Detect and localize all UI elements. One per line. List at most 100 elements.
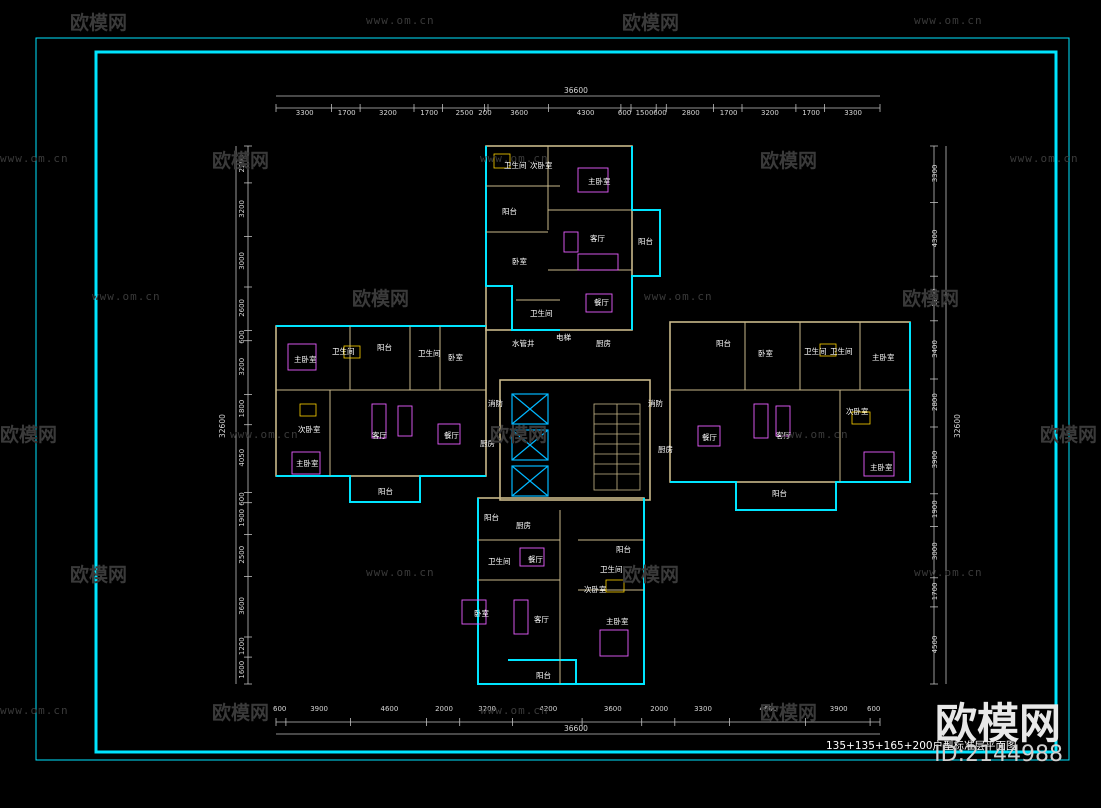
total-dimension-bottom: 36600 (564, 724, 588, 733)
dimension-segment-label: 3000 (238, 252, 246, 270)
dimension-segment-label: 1600 (238, 661, 246, 679)
label-bathroom: 卫生间 (418, 348, 441, 358)
label-master-bedroom: 主卧室 (872, 352, 895, 362)
dimension-segment-label: 1700 (720, 109, 738, 117)
dimension-segment-label: 3900 (931, 451, 939, 469)
dimension-segment-label: 600 (867, 705, 880, 713)
watermark-brand: 欧模网 (212, 150, 270, 172)
dimension-segment-label: 1700 (338, 109, 356, 117)
label-bathroom: 卫生间 (332, 346, 355, 356)
stair (593, 403, 641, 491)
dimension-segment-label: 1500 (636, 109, 654, 117)
segment-dimension-labels: 3300 1700 3200 1700 2500 200 3600 4300 600 1500 60… (238, 109, 939, 713)
watermark-url: www.om.cn (366, 566, 435, 579)
label-bedroom: 卧室 (758, 348, 773, 358)
label-bathroom: 卫生间 (830, 346, 853, 356)
dimension-labels: 36600 36600 32600 32600 (218, 86, 962, 733)
dimension-segment-label: 2800 (931, 393, 939, 411)
label-secondary-bedroom: 次卧室 (530, 160, 553, 170)
building-walls (275, 145, 911, 685)
dimension-segment-label: 1900 (931, 500, 939, 518)
dimension-segment-label: 4300 (577, 109, 595, 117)
watermark-brand: 欧模网 (212, 702, 270, 724)
dimension-segment-label: 2500 (456, 109, 474, 117)
label-dining-room: 餐厅 (594, 298, 609, 307)
dimension-segment-label: 2600 (931, 289, 939, 307)
label-master-bedroom: 主卧室 (870, 462, 893, 472)
dimension-segment-label: 3200 (238, 358, 246, 376)
watermark-url: www.om.cn (644, 290, 713, 303)
label-balcony: 阳台 (716, 338, 731, 348)
interior-partitions (276, 146, 910, 684)
dimension-segment-label: 600 (618, 109, 631, 117)
label-living-room: 客厅 (776, 430, 791, 440)
label-kitchen: 厨房 (658, 444, 673, 454)
fixtures (299, 153, 871, 593)
label-secondary-bedroom: 次卧室 (846, 406, 869, 416)
watermark-url: www.om.cn (230, 428, 299, 441)
dimension-segment-label: 3900 (310, 705, 328, 713)
label-master-bedroom: 主卧室 (296, 458, 319, 468)
elevator-shafts (511, 393, 549, 497)
watermark-url: www.om.cn (0, 704, 69, 717)
label-dining-room: 餐厅 (528, 555, 543, 564)
watermark-url: www.om.cn (0, 152, 69, 165)
label-master-bedroom: 主卧室 (294, 354, 317, 364)
dimension-segment-label: 4600 (760, 705, 778, 713)
dimension-segment-label: 3600 (510, 109, 528, 117)
dimension-segment-label: 3600 (604, 705, 622, 713)
dimension-segment-label: 4600 (381, 705, 399, 713)
label-balcony: 阳台 (484, 512, 499, 522)
watermark-brand: 欧模网 (70, 564, 128, 586)
dimension-segment-label: 1700 (420, 109, 438, 117)
label-bathroom: 卫生间 (530, 308, 553, 318)
watermark-brand: 欧模网 (490, 424, 548, 446)
watermark-brand: 欧模网 (760, 150, 818, 172)
label-bathroom: 卫生间 (804, 346, 827, 356)
dimension-segment-label: 600 (273, 705, 286, 713)
watermark-brand: 欧模网 (622, 564, 680, 586)
label-balcony: 阳台 (638, 236, 653, 246)
label-master-bedroom: 主卧室 (606, 616, 629, 626)
dimension-segment-label: 2600 (238, 299, 246, 317)
watermark-brand: 欧模网 (760, 702, 818, 724)
model-id: ID:2144988 (934, 742, 1063, 767)
dimension-segment-label: 600 (238, 492, 246, 505)
dimension-segment-label: 4050 (238, 449, 246, 467)
dimension-segment-label: 1700 (931, 582, 939, 600)
watermark-brand: 欧模网 (622, 12, 680, 34)
dimension-segment-label: 3600 (238, 597, 246, 615)
label-bathroom: 卫生间 (504, 160, 527, 170)
label-living-room: 客厅 (534, 614, 549, 624)
dimension-segment-label: 3900 (830, 705, 848, 713)
label-fire: 消防 (648, 398, 663, 408)
label-kitchen: 厨房 (480, 438, 495, 448)
total-dimension-right: 32600 (953, 414, 962, 438)
label-balcony: 阳台 (377, 342, 392, 352)
label-bathroom: 卫生间 (600, 564, 623, 574)
dimension-segment-label: 3000 (931, 542, 939, 560)
watermark-brand: 欧模网 (1040, 424, 1098, 446)
label-living-room: 客厅 (372, 430, 387, 440)
dimension-ticks (244, 104, 938, 726)
dimension-segment-label: 2800 (682, 109, 700, 117)
watermark-url: www.om.cn (914, 566, 983, 579)
watermark-brand: 欧模网 (902, 288, 960, 310)
watermark-url: www.om.cn (780, 428, 849, 441)
label-secondary-bedroom: 次卧室 (584, 584, 607, 594)
label-dining-room: 餐厅 (444, 431, 459, 440)
outer-frame (35, 37, 1070, 761)
label-secondary-bedroom: 次卧室 (298, 424, 321, 434)
watermark-url: www.om.cn (366, 14, 435, 27)
label-pipe-well: 水管井 (512, 338, 535, 348)
watermark-brand: 欧模网 (0, 424, 58, 446)
drawing-caption: 135+135+165+200户型标准层平面图 (826, 740, 1017, 752)
dimension-segment-label: 200 (478, 109, 491, 117)
watermark-url: www.om.cn (480, 704, 549, 717)
dimension-segment-label: 3300 (931, 164, 939, 182)
dimension-segment-label: 1900 (238, 509, 246, 527)
label-balcony: 阳台 (378, 486, 393, 496)
dimension-segment-label: 2200 (238, 155, 246, 173)
